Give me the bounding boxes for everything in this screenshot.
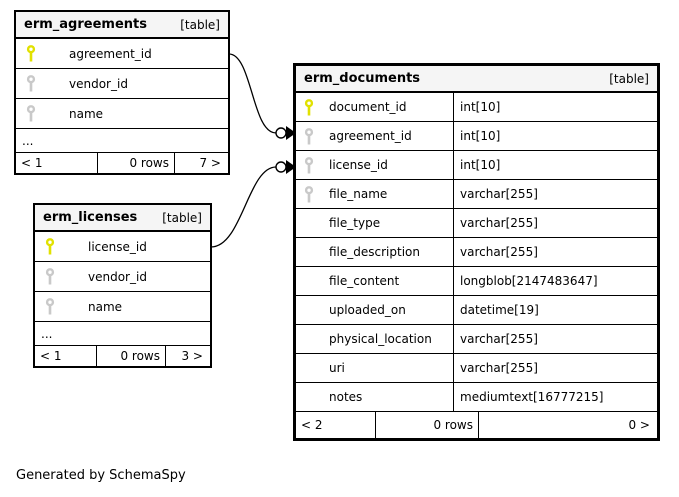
generated-by-note: Generated by SchemaSpy — [16, 468, 186, 483]
table-tag: [table] — [609, 71, 649, 86]
index-key-icon — [296, 156, 329, 174]
pager-prev: < 1 — [21, 156, 43, 170]
primary-key-icon — [296, 98, 329, 116]
table-header: erm_agreements [table] — [16, 12, 228, 39]
pager-next: 0 > — [478, 412, 657, 438]
column-type: int[10] — [453, 122, 657, 150]
primary-key-icon — [35, 238, 88, 255]
pager-rows: 0 rows — [375, 412, 478, 438]
column-type: mediumtext[16777215] — [453, 383, 657, 411]
column-row: license_id — [35, 232, 210, 262]
column-row: name — [16, 99, 228, 129]
column-type: varchar[255] — [453, 180, 657, 208]
index-key-icon — [296, 127, 329, 145]
table-tag: [table] — [180, 17, 220, 32]
table-erm-agreements[interactable]: erm_agreements [table] agreement_id vend… — [14, 10, 230, 175]
table-name: erm_documents — [304, 71, 421, 86]
table-pager: < 1 0 rows 7 > — [16, 153, 228, 173]
table-name: erm_licenses — [43, 210, 138, 225]
table-pager: < 1 0 rows 3 > — [35, 346, 210, 366]
column-type: varchar[255] — [453, 354, 657, 382]
column-name: physical_location — [329, 332, 432, 346]
column-row: uploaded_on datetime[19] — [296, 296, 657, 325]
pager-next: 7 > — [174, 153, 228, 173]
column-name: document_id — [329, 100, 407, 114]
more-columns-ellipsis: ... — [35, 322, 210, 346]
pager-rows: 0 rows — [97, 153, 174, 173]
column-row: name — [35, 292, 210, 322]
index-key-icon — [16, 105, 69, 122]
column-name: file_type — [329, 216, 381, 230]
pager-prev: < 2 — [301, 418, 323, 432]
pager-prev: < 1 — [40, 349, 62, 363]
column-row: license_id int[10] — [296, 151, 657, 180]
table-header: erm_licenses [table] — [35, 205, 210, 232]
index-key-icon — [296, 185, 329, 203]
column-row: uri varchar[255] — [296, 354, 657, 383]
column-type: int[10] — [453, 151, 657, 179]
column-name: agreement_id — [329, 129, 412, 143]
column-name: license_id — [329, 158, 388, 172]
column-name: uploaded_on — [329, 303, 406, 317]
column-name: file_description — [329, 245, 420, 259]
more-columns-ellipsis: ... — [16, 129, 228, 153]
column-row: file_content longblob[2147483647] — [296, 267, 657, 296]
column-name: agreement_id — [69, 46, 152, 61]
column-row: vendor_id — [35, 262, 210, 292]
index-key-icon — [35, 268, 88, 285]
column-type: int[10] — [453, 93, 657, 121]
primary-key-icon — [16, 45, 69, 62]
column-row: notes mediumtext[16777215] — [296, 383, 657, 412]
column-name: vendor_id — [69, 76, 128, 91]
column-row: agreement_id — [16, 39, 228, 69]
table-header: erm_documents [table] — [296, 66, 657, 93]
column-name: license_id — [88, 239, 147, 254]
column-name: name — [69, 106, 104, 121]
column-row: agreement_id int[10] — [296, 122, 657, 151]
column-type: longblob[2147483647] — [453, 267, 657, 295]
column-name: notes — [329, 390, 363, 404]
column-row: file_type varchar[255] — [296, 209, 657, 238]
column-type: varchar[255] — [453, 238, 657, 266]
table-name: erm_agreements — [24, 17, 147, 32]
column-name: vendor_id — [88, 269, 147, 284]
table-erm-documents[interactable]: erm_documents [table] document_id int[10… — [293, 63, 660, 441]
pager-next: 3 > — [165, 346, 210, 366]
column-name: file_name — [329, 187, 388, 201]
column-type: varchar[255] — [453, 325, 657, 353]
column-row: physical_location varchar[255] — [296, 325, 657, 354]
column-row: file_name varchar[255] — [296, 180, 657, 209]
table-pager: < 2 0 rows 0 > — [296, 412, 657, 438]
table-erm-licenses[interactable]: erm_licenses [table] license_id vendor_i… — [33, 203, 212, 368]
column-row: vendor_id — [16, 69, 228, 99]
column-name: uri — [329, 361, 345, 375]
index-key-icon — [16, 75, 69, 92]
column-name: file_content — [329, 274, 400, 288]
pager-rows: 0 rows — [96, 346, 165, 366]
column-name: name — [88, 299, 123, 314]
relationship-connector-agreements-documents — [228, 53, 296, 140]
column-row: file_description varchar[255] — [296, 238, 657, 267]
column-row: document_id int[10] — [296, 93, 657, 122]
column-type: datetime[19] — [453, 296, 657, 324]
column-type: varchar[255] — [453, 209, 657, 237]
table-tag: [table] — [162, 210, 202, 225]
index-key-icon — [35, 298, 88, 315]
